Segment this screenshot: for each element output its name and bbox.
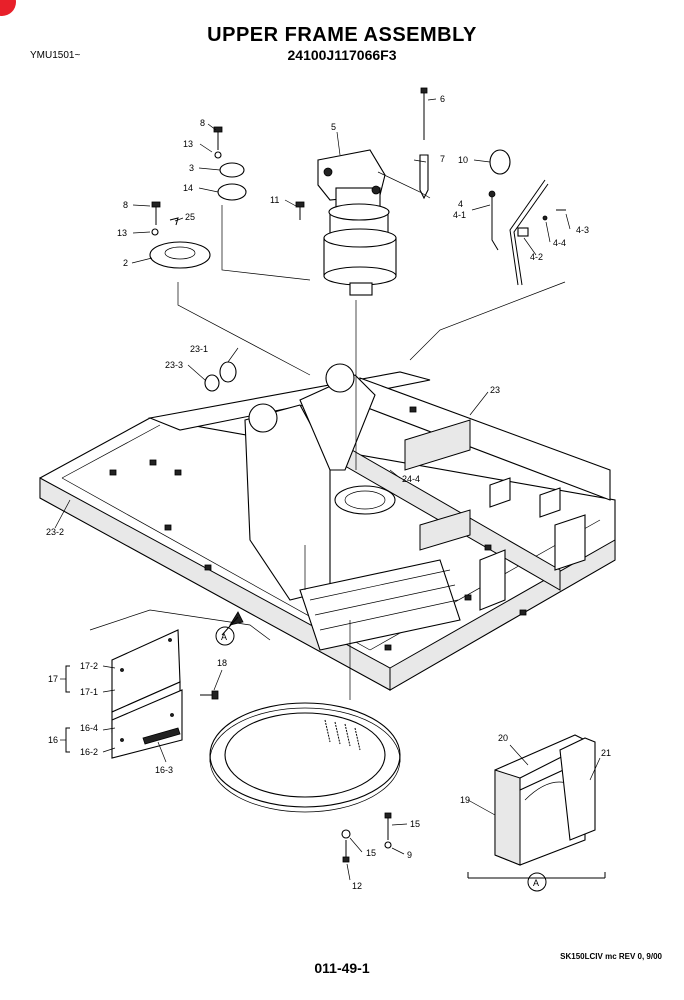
revision-note: SK150LCIV mc REV 0, 9/00 xyxy=(560,952,662,961)
callout-11: 11 xyxy=(270,195,279,205)
callout-25: 25 xyxy=(185,212,195,222)
leader-lines xyxy=(54,98,601,892)
callout-4-3: 4-3 xyxy=(576,225,589,235)
callout-13-upper: 13 xyxy=(183,139,193,149)
callout-labels: 8 13 3 14 8 25 13 2 5 11 6 7 10 4 4-1 4-… xyxy=(46,94,611,891)
callout-4: 4 xyxy=(458,199,463,209)
callout-9: 9 xyxy=(407,850,412,860)
callout-14: 14 xyxy=(183,183,193,193)
diagram-title: UPPER FRAME ASSEMBLY xyxy=(207,24,477,46)
upper-frame xyxy=(39,363,616,691)
callout-5: 5 xyxy=(331,122,336,132)
callout-23: 23 xyxy=(490,385,500,395)
callout-23-1: 23-1 xyxy=(190,344,208,354)
callout-15-left: 15 xyxy=(366,848,376,858)
callout-20: 20 xyxy=(498,733,508,743)
loose-parts xyxy=(149,87,566,863)
callout-4-4: 4-4 xyxy=(553,238,566,248)
callout-4-1: 4-1 xyxy=(453,210,466,220)
callout-19: 19 xyxy=(460,795,470,805)
counterweight-bracket xyxy=(467,734,606,879)
callout-16-4: 16-4 xyxy=(80,723,98,733)
callout-13-lower: 13 xyxy=(117,228,127,238)
callout-8-lower: 8 xyxy=(123,200,128,210)
callout-15-right: 15 xyxy=(410,819,420,829)
view-marker-a-upper: A xyxy=(221,632,227,642)
callout-21: 21 xyxy=(601,748,611,758)
callout-23-3: 23-3 xyxy=(165,360,183,370)
callout-17-1: 17-1 xyxy=(80,687,98,697)
callout-8-upper: 8 xyxy=(200,118,205,128)
under-covers xyxy=(111,629,183,759)
callout-24-4: 24-4 xyxy=(402,474,420,484)
callout-17-2: 17-2 xyxy=(80,661,98,671)
callout-16-2: 16-2 xyxy=(80,747,98,757)
callout-10: 10 xyxy=(458,155,468,165)
callout-3: 3 xyxy=(189,163,194,173)
callout-2: 2 xyxy=(123,258,128,268)
callout-16-3: 16-3 xyxy=(155,765,173,775)
swing-motor xyxy=(317,149,397,296)
callout-4-2: 4-2 xyxy=(530,252,543,262)
assembly-part-number: 24100J117066F3 xyxy=(287,47,397,63)
callout-12: 12 xyxy=(352,881,362,891)
callout-16: 16 xyxy=(48,735,58,745)
view-marker-a-lower: A xyxy=(533,878,539,888)
callout-23-2: 23-2 xyxy=(46,527,64,537)
callout-18: 18 xyxy=(217,658,227,668)
slewing-bearing xyxy=(209,702,401,813)
callout-7: 7 xyxy=(440,154,445,164)
callout-6: 6 xyxy=(440,94,445,104)
serial-range: YMU1501~ xyxy=(30,50,81,61)
page-number: 011-49-1 xyxy=(314,960,370,976)
callout-17: 17 xyxy=(48,674,58,684)
